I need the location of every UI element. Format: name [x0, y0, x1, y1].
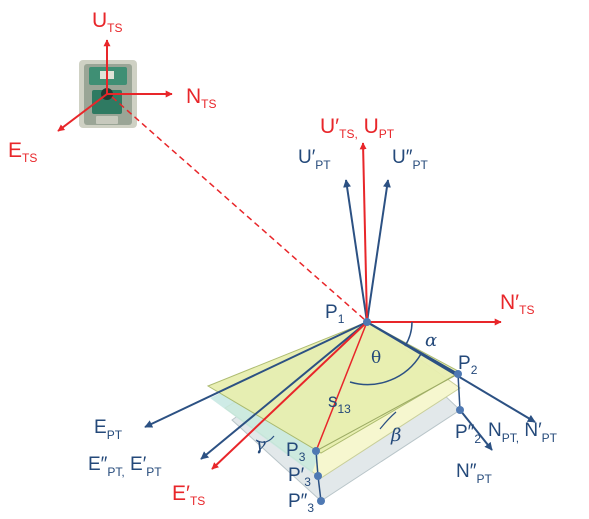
label-p2-dprime: P″2 [455, 422, 481, 446]
points-group [312, 318, 464, 505]
label-u-pt-dprime: U″PT [392, 147, 428, 172]
point-p3 [312, 447, 320, 455]
label-n-ts: NTS [186, 85, 217, 111]
plane-front-yellow-green [206, 321, 462, 454]
n-pt-axis [366, 321, 536, 423]
label-n-pt-combo: NPT, N′PT [488, 420, 558, 445]
label-p3-dprime: P″3 [288, 491, 314, 515]
label-u-pt-prime: U′PT [298, 147, 331, 172]
label-e-pt: EPT [94, 417, 123, 442]
theta-arc [349, 353, 422, 386]
labels-group: UTS NTS ETS U′TS, UPT U′PT U″PT N′TS P1 … [8, 9, 558, 515]
label-u-ts: UTS [92, 9, 123, 35]
point-p2-dprime [456, 406, 464, 414]
label-e-pt-combo: E″PT, E′PT [88, 454, 162, 479]
p1-vectors [144, 142, 536, 470]
point-p2 [454, 370, 462, 378]
label-n-pt-dprime: N″PT [456, 461, 492, 486]
point-p3-prime [314, 472, 322, 480]
e-ts-axis [57, 93, 108, 132]
u-pt-prime-axis [343, 179, 368, 323]
point-p1 [363, 318, 371, 326]
label-e-ts: ETS [8, 139, 37, 165]
label-alpha: α [425, 330, 437, 351]
e-pt-axis [144, 321, 368, 428]
label-p3: P3 [286, 440, 306, 464]
line-p3-p2-front [315, 373, 459, 452]
u-ts-prime-axis [359, 142, 368, 323]
sight-line-dashed [111, 96, 366, 321]
n-pt-dprime-axis [459, 409, 493, 451]
e-ts-prime-axis [211, 321, 368, 470]
label-n-ts-prime: N′TS [500, 291, 534, 317]
label-p2: P2 [458, 353, 478, 377]
label-u-ts-prime-u-pt: U′TS, UPT [320, 115, 395, 141]
label-p3-prime: P′3 [288, 465, 311, 489]
u-pt-dprime-axis [366, 179, 391, 323]
total-station-frame [57, 39, 366, 321]
label-e-ts-prime: E′TS [172, 482, 205, 508]
s13-line [315, 321, 368, 452]
label-beta: β [390, 425, 401, 446]
gamma-arc [255, 435, 275, 443]
line-p2-p2dprime [457, 373, 461, 411]
e-pt-prime-axis [200, 321, 368, 460]
label-p1: P1 [325, 302, 345, 326]
alpha-arc [404, 321, 413, 347]
label-theta: θ [371, 348, 381, 368]
beta-arc [379, 411, 397, 430]
line-p3prime-p3dprime [317, 475, 322, 502]
line-p3-p3prime [315, 450, 319, 477]
label-s13: s13 [328, 391, 351, 416]
label-gamma: γ [255, 434, 266, 455]
angle-arcs [255, 321, 422, 443]
point-p3-dprime [317, 497, 325, 505]
